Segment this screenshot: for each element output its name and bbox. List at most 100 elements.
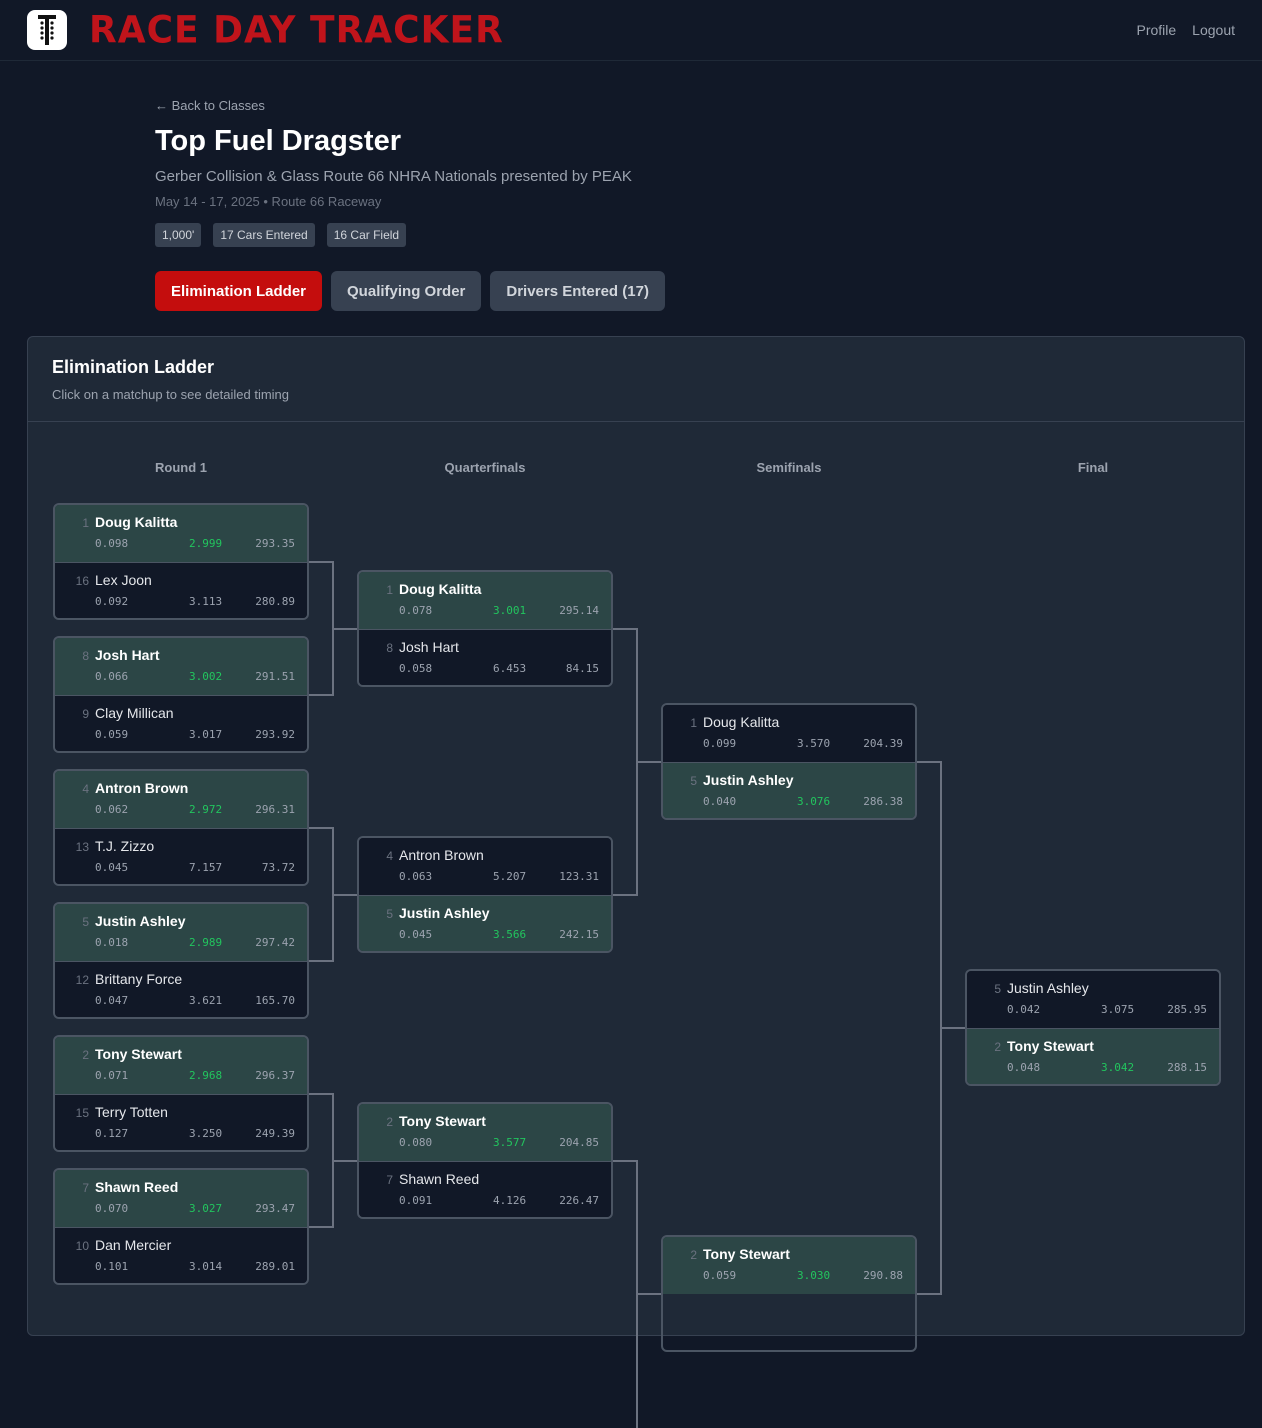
elapsed-time: 3.577 xyxy=(493,1136,527,1149)
elapsed-time: 3.042 xyxy=(1101,1061,1135,1074)
event-meta: May 14 - 17, 2025 • Route 66 Raceway xyxy=(155,194,382,209)
bracket-connector xyxy=(332,893,357,896)
elapsed-time: 3.001 xyxy=(493,604,527,617)
reaction-time: 0.080 xyxy=(399,1136,433,1149)
round-label: Quarterfinals xyxy=(444,460,526,475)
driver-name: Doug Kalitta xyxy=(95,514,178,530)
speed-mph: 293.47 xyxy=(255,1202,295,1215)
reaction-time: 0.018 xyxy=(95,936,129,949)
speed-mph: 285.95 xyxy=(1167,1003,1207,1016)
reaction-time: 0.099 xyxy=(703,737,737,750)
reaction-time: 0.127 xyxy=(95,1127,129,1140)
seed: 2 xyxy=(386,1115,393,1129)
reaction-time: 0.070 xyxy=(95,1202,129,1215)
tab-elimination-ladder[interactable]: Elimination Ladder xyxy=(155,271,323,311)
back-to-classes-link[interactable]: ← Back to Classes xyxy=(155,98,265,113)
seed: 5 xyxy=(690,774,697,788)
speed-mph: 291.51 xyxy=(255,670,295,683)
reaction-time: 0.059 xyxy=(703,1269,737,1282)
speed-mph: 293.92 xyxy=(255,728,295,741)
speed-mph: 73.72 xyxy=(261,861,295,874)
seed: 7 xyxy=(82,1181,89,1195)
bracket-connector xyxy=(309,960,333,962)
driver-name: Tony Stewart xyxy=(1007,1038,1094,1054)
reaction-time: 0.071 xyxy=(95,1069,129,1082)
logout-link[interactable]: Logout xyxy=(1192,22,1235,38)
driver-name: Justin Ashley xyxy=(95,913,186,929)
seed: 2 xyxy=(994,1040,1001,1054)
driver-name: Shawn Reed xyxy=(95,1179,179,1195)
elapsed-time: 7.157 xyxy=(189,861,223,874)
ladder-title: Elimination Ladder xyxy=(52,357,215,377)
driver-name: Josh Hart xyxy=(399,639,459,655)
elapsed-time: 2.968 xyxy=(189,1069,223,1082)
seed: 5 xyxy=(82,915,89,929)
reaction-time: 0.047 xyxy=(95,994,129,1007)
speed-mph: 297.42 xyxy=(255,936,295,949)
speed-mph: 295.14 xyxy=(559,604,599,617)
reaction-time: 0.101 xyxy=(95,1260,129,1273)
elapsed-time: 3.570 xyxy=(797,737,831,750)
bracket-connector xyxy=(332,627,357,630)
reaction-time: 0.045 xyxy=(95,861,129,874)
round-label: Round 1 xyxy=(155,460,207,475)
reaction-time: 0.078 xyxy=(399,604,433,617)
brand-logo[interactable]: RACE DAY TRACKER xyxy=(89,8,504,52)
seed: 1 xyxy=(82,516,89,530)
speed-mph: 123.31 xyxy=(559,870,599,883)
round-label: Final xyxy=(1077,460,1109,475)
seed: 4 xyxy=(82,782,89,796)
driver-name: Doug Kalitta xyxy=(399,581,482,597)
driver-name: Antron Brown xyxy=(399,847,484,863)
tab-qualifying-order[interactable]: Qualifying Order xyxy=(331,271,482,311)
seed: 2 xyxy=(82,1048,89,1062)
speed-mph: 288.15 xyxy=(1167,1061,1207,1074)
driver-name: Justin Ashley xyxy=(399,905,490,921)
seed: 16 xyxy=(75,574,89,588)
speed-mph: 84.15 xyxy=(565,662,599,675)
tab-drivers-entered[interactable]: Drivers Entered (17) xyxy=(490,271,665,311)
driver-name: Lex Joon xyxy=(95,572,152,588)
event-name: Gerber Collision & Glass Route 66 NHRA N… xyxy=(155,168,632,185)
seed: 1 xyxy=(690,716,697,730)
driver-name: Josh Hart xyxy=(95,647,160,663)
elapsed-time: 3.076 xyxy=(797,795,831,808)
elapsed-time: 3.621 xyxy=(189,994,223,1007)
distance-badge: 1,000' xyxy=(155,223,202,247)
christmas-tree-logo-icon[interactable] xyxy=(27,10,67,50)
speed-mph: 296.37 xyxy=(255,1069,295,1082)
reaction-time: 0.066 xyxy=(95,670,129,683)
driver-name: Justin Ashley xyxy=(703,772,794,788)
elapsed-time: 2.972 xyxy=(189,803,223,816)
speed-mph: 226.47 xyxy=(559,1194,599,1207)
elapsed-time: 3.250 xyxy=(189,1127,223,1140)
bracket-connector xyxy=(309,561,333,563)
reaction-time: 0.040 xyxy=(703,795,737,808)
elapsed-time: 3.075 xyxy=(1101,1003,1135,1016)
profile-link[interactable]: Profile xyxy=(1136,22,1177,38)
